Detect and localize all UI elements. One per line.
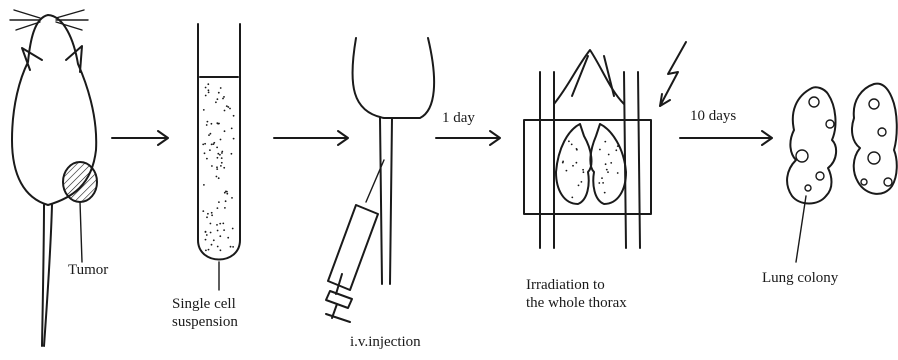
tail-injection-figure [326, 38, 434, 322]
syringe [326, 160, 384, 322]
iv-injection-label: i.v.injection [350, 334, 421, 351]
tumor-mark [63, 162, 97, 202]
arrow-3 [436, 131, 500, 145]
arrow-4 [680, 131, 772, 145]
thorax-irradiation-figure [524, 42, 686, 248]
test-tube [198, 24, 240, 290]
tumor-label: Tumor [68, 262, 108, 279]
lung-colony-label: Lung colony [762, 270, 838, 287]
excised-lungs [787, 84, 897, 262]
one-day-label: 1 day [442, 110, 475, 127]
irradiation-label-line2: the whole thorax [526, 295, 627, 312]
mouse-figure [10, 10, 97, 346]
ten-days-label: 10 days [690, 108, 736, 125]
lung-colonies [796, 97, 892, 191]
single-cell-label-line1: Single cell [172, 296, 236, 313]
arrow-1 [112, 131, 168, 145]
radiation-bolt [660, 42, 686, 106]
arrow-2 [274, 131, 348, 145]
irradiation-label-line1: Irradiation to [526, 277, 605, 294]
suspension-dots [202, 83, 234, 251]
single-cell-label-line2: suspension [172, 314, 238, 331]
